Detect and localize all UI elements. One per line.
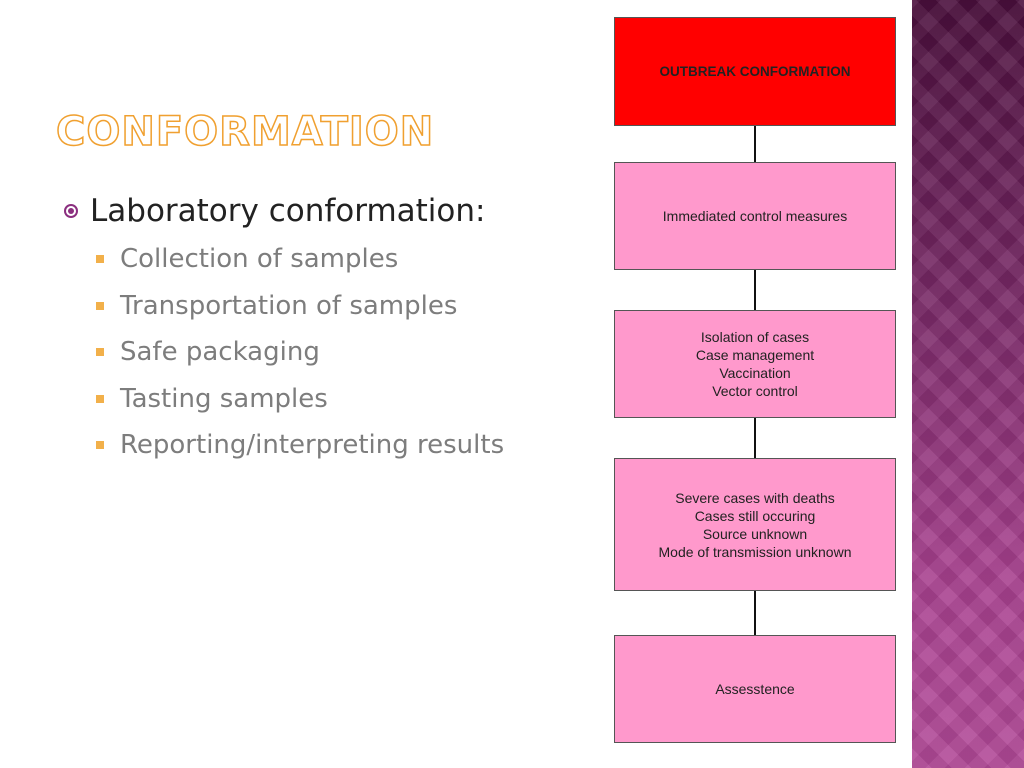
slide-title: CONFORMATION xyxy=(55,109,435,155)
sub-bullet: Collection of samples xyxy=(96,236,604,283)
sub-bullet: Tasting samples xyxy=(96,376,604,423)
flow-box-text: Case management xyxy=(695,347,815,363)
decorative-side-band xyxy=(912,0,1024,768)
flow-box-text: Vaccination xyxy=(719,365,791,381)
flow-box-text: Cases still occuring xyxy=(694,507,816,524)
flow-box-text: Source unknown xyxy=(702,525,808,542)
flow-box-text: Severe cases with deaths xyxy=(675,489,835,506)
flow-connector xyxy=(754,418,756,458)
flow-connector xyxy=(754,591,756,635)
flow-box-outbreak-conformation: OUTBREAK CONFORMATION xyxy=(614,17,896,126)
flow-box-text: Mode of transmission unknown xyxy=(658,543,852,560)
sub-bullet-text: Collection of samples xyxy=(120,244,399,275)
sub-bullet-text: Transportation of samples xyxy=(120,290,458,321)
flow-box-text: Immediated control measures xyxy=(662,208,848,224)
flow-box-text: Vector control xyxy=(712,383,798,399)
flow-box-text: Assesstence xyxy=(715,681,795,697)
bullet-list: Laboratory conformation: Collection of s… xyxy=(64,190,604,469)
square-bullet-icon xyxy=(96,255,104,264)
sub-bullet: Safe packaging xyxy=(96,329,604,376)
main-bullet-text: Laboratory conformation: xyxy=(90,192,486,229)
flow-box-text: OUTBREAK CONFORMATION xyxy=(659,63,851,79)
flow-connector xyxy=(754,270,756,310)
sub-bullet: Transportation of samples xyxy=(96,283,604,330)
main-bullet: Laboratory conformation: xyxy=(64,190,604,232)
flow-box-text: Isolation of cases xyxy=(700,329,810,345)
flow-box-isolation-actions: Isolation of cases Case management Vacci… xyxy=(614,310,896,418)
square-bullet-icon xyxy=(96,394,104,403)
sub-bullet-text: Reporting/interpreting results xyxy=(120,430,505,461)
sub-bullet-text: Safe packaging xyxy=(120,337,320,368)
flow-connector xyxy=(754,126,756,162)
square-bullet-icon xyxy=(96,348,104,357)
square-bullet-icon xyxy=(96,441,104,450)
sub-bullet-text: Tasting samples xyxy=(120,383,328,414)
flow-box-severe-cases: Severe cases with deaths Cases still occ… xyxy=(614,458,896,591)
circle-bullet-icon xyxy=(64,204,78,218)
square-bullet-icon xyxy=(96,301,104,310)
flow-box-control-measures: Immediated control measures xyxy=(614,162,896,270)
sub-bullet: Reporting/interpreting results xyxy=(96,422,604,469)
sub-bullet-list: Collection of samples Transportation of … xyxy=(64,236,604,469)
flow-box-assessment: Assesstence xyxy=(614,635,896,743)
